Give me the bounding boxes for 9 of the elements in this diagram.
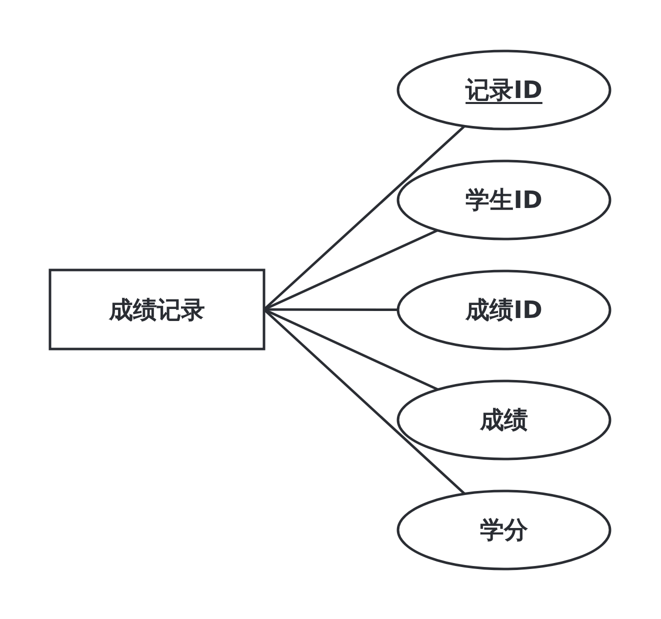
attribute-name: 学分: [480, 515, 528, 546]
connector-line: [263, 125, 466, 310]
attribute-name: 学生ID: [466, 185, 542, 216]
connector-line: [264, 308, 398, 312]
connector-line: [263, 308, 466, 495]
attribute-name: 成绩ID: [466, 295, 542, 326]
entity-name: 成绩记录: [109, 294, 205, 326]
attribute-name: 记录ID: [466, 75, 542, 106]
attribute-name: 成绩: [480, 405, 528, 436]
